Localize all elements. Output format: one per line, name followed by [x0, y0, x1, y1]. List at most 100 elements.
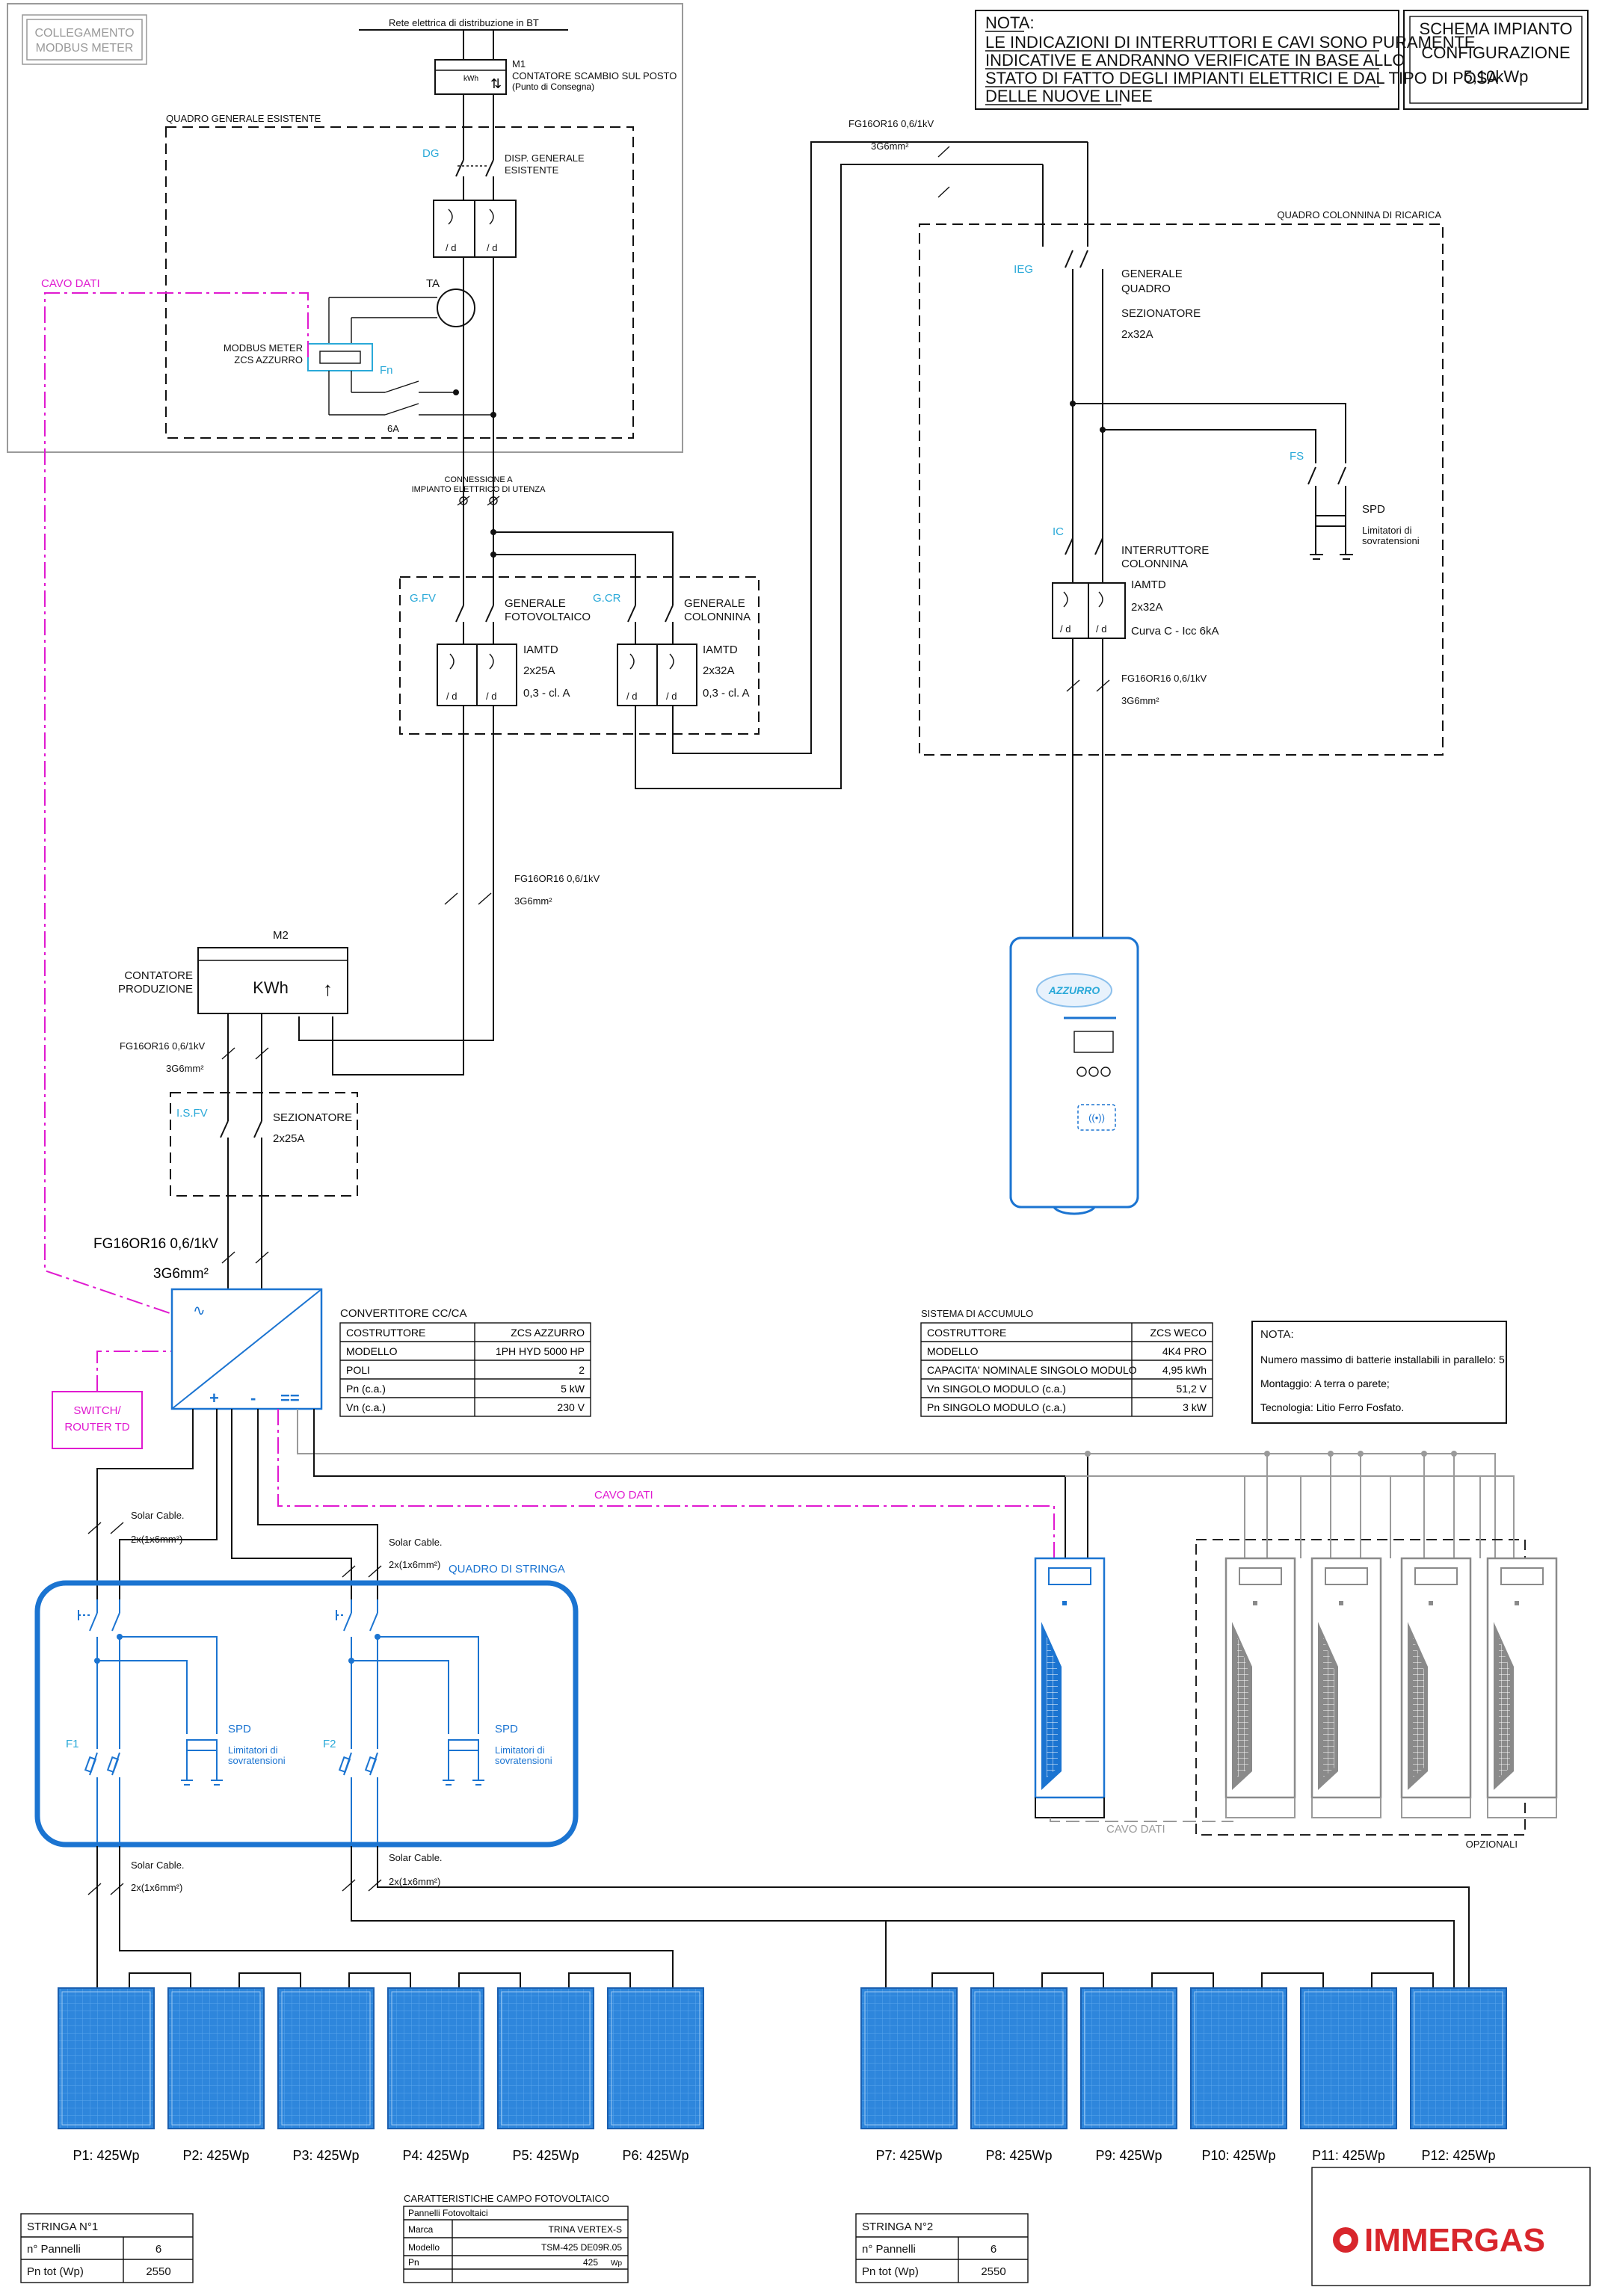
- battery-note-1: Numero massimo di batterie installabili …: [1260, 1354, 1505, 1365]
- meter-m2-desc-2: PRODUZIONE: [118, 983, 193, 996]
- modbus-meter: [307, 343, 373, 371]
- charging-cable-top-2: 3G6mm²: [871, 141, 909, 152]
- string-2-title: STRINGA N°2: [862, 2221, 933, 2233]
- pv-panel-label-3: P3: 425Wp: [292, 2148, 359, 2163]
- pv-panel-9: P9: 425Wp: [1080, 1987, 1177, 2163]
- inverter-row-label-0: COSTRUTTORE: [346, 1327, 425, 1339]
- meter-m1-label: M1: [512, 58, 526, 70]
- charging-panel-title: QUADRO COLONNINA DI RICARICA: [1277, 209, 1441, 220]
- battery-title: SISTEMA DI ACCUMULO: [921, 1308, 1033, 1319]
- distribution-panel: G.FV GENERALE FOTOVOLTAICO IAMTD 2x25A 0…: [298, 118, 1088, 1076]
- pv-panel-1: P1: 425Wp: [58, 1987, 155, 2163]
- pv-characteristics-table: CARATTERISTICHE CAMPO FOTOVOLTAICO Panne…: [403, 2193, 629, 2283]
- svg-text:/ d: / d: [1060, 623, 1070, 635]
- string-1-row-2-label: Pn tot (Wp): [27, 2265, 84, 2278]
- pv-panel-4: P4: 425Wp: [387, 1987, 484, 2163]
- cavo-dati-top: CAVO DATI: [41, 277, 100, 290]
- ieg-tag: IEG: [1014, 263, 1033, 276]
- gfv-desc-2: FOTOVOLTAICO: [505, 611, 591, 623]
- cavo-dati-bottom: CAVO DATI: [1106, 1823, 1165, 1836]
- prod-cable-3-b: 3G6mm²: [153, 1266, 209, 1282]
- pv-panel-label-4: P4: 425Wp: [402, 2148, 469, 2163]
- pv-panel-12: P12: 425Wp: [1410, 1987, 1507, 2163]
- spd-2-label: SPD: [495, 1723, 518, 1735]
- solar-cable-2a: Solar Cable.: [389, 1537, 443, 1548]
- inverter-row-value-1: 1PH HYD 5000 HP: [496, 1345, 585, 1357]
- scheme-title-box: SCHEMA IMPIANTO CONFIGURAZIONE 5,10kWp: [1403, 10, 1589, 110]
- pv-panel-5: P5: 425Wp: [497, 1987, 594, 2163]
- meter-m2-label: M2: [273, 929, 289, 942]
- solar-cable-1b: 2x(1x6mm²): [131, 1534, 182, 1545]
- battery-system: SISTEMA DI ACCUMULO: [920, 1308, 1213, 1417]
- meter-m2-desc-1: CONTATORE: [124, 969, 193, 982]
- solar-cable-4b: 2x(1x6mm²): [389, 1876, 440, 1887]
- isfv-tag: I.S.FV: [176, 1107, 208, 1120]
- pv-panel-label-6: P6: 425Wp: [622, 2148, 688, 2163]
- ic-desc-5: Curva C - Icc 6kA: [1131, 625, 1219, 638]
- optional-batteries: OPZIONALI CAVO DATI: [1050, 1451, 1558, 1850]
- battery-row-label-2: CAPACITA' NOMINALE SINGOLO MODULO: [927, 1364, 1137, 1376]
- cavo-dati-battery: CAVO DATI: [594, 1489, 653, 1502]
- battery-row-label-3: Vn SINGOLO MODULO (c.a.): [927, 1383, 1066, 1395]
- solar-cable-2b: 2x(1x6mm²): [389, 1559, 440, 1570]
- pv-panel-2: P2: 425Wp: [167, 1987, 265, 2163]
- charging-spd-3: sovratensioni: [1362, 535, 1420, 546]
- ic-desc-4: 2x32A: [1131, 601, 1163, 614]
- f2-tag: F2: [323, 1738, 336, 1750]
- nfc-icon: ((•)): [1088, 1112, 1105, 1123]
- battery-main: [1034, 1557, 1106, 1818]
- modbus-box-line-1: COLLEGAMENTO: [34, 27, 134, 40]
- inverter-row-value-4: 230 V: [557, 1401, 585, 1413]
- charging-spd-1: SPD: [1362, 503, 1385, 516]
- svg-text:/ d: / d: [486, 691, 496, 702]
- ieg-desc-4: 2x32A: [1121, 328, 1153, 341]
- switch-label-1: SWITCH/: [73, 1404, 121, 1417]
- inverter-row-label-4: Vn (c.a.): [346, 1401, 386, 1413]
- pv-row-3-value: 425: [583, 2257, 598, 2268]
- battery-row-label-4: Pn SINGOLO MODULO (c.a.): [927, 1401, 1066, 1413]
- up-arrow-icon: ↑: [323, 978, 333, 1000]
- string-2-row-1-label: n° Pannelli: [862, 2243, 916, 2256]
- optional-battery-3: [1400, 1557, 1472, 1818]
- string-combiner-box: QUADRO DI STRINGA SPD Limitatori di sovr…: [34, 1563, 579, 1848]
- svg-text:/ d: / d: [446, 691, 457, 702]
- string-2-row-1-value: 6: [991, 2243, 996, 2256]
- battery-row-value-0: ZCS WECO: [1150, 1327, 1207, 1339]
- ieg-desc-2: QUADRO: [1121, 283, 1171, 295]
- inverter-row-value-2: 2: [579, 1364, 585, 1376]
- production-meter: M2 KWh ↑ CONTATORE PRODUZIONE FG16OR16 0…: [93, 929, 358, 1312]
- gcr-desc-2: COLONNINA: [684, 611, 751, 623]
- battery-row-value-2: 4,95 kWh: [1162, 1364, 1207, 1376]
- string-2-row-2-label: Pn tot (Wp): [862, 2265, 919, 2278]
- string-1-row-1-label: n° Pannelli: [27, 2243, 81, 2256]
- fs-tag: FS: [1290, 450, 1304, 463]
- existing-installation: COLLEGAMENTO MODBUS METER Rete elettrica…: [7, 3, 683, 1315]
- pv-row-2-value: TSM-425 DE09R.05: [541, 2242, 622, 2253]
- f1-tag: F1: [66, 1738, 79, 1750]
- logo-text: IMMERGAS: [1364, 2222, 1545, 2259]
- battery-note: NOTA: Numero massimo di batterie install…: [1251, 1321, 1507, 1424]
- gfv-spec-2: 2x25A: [523, 664, 555, 677]
- pv-subtitle: Pannelli Fotovoltaici: [408, 2208, 488, 2218]
- inverter-dc: ==: [280, 1389, 300, 1407]
- string-1-row-2-value: 2550: [146, 2265, 170, 2278]
- optional-battery-1: [1224, 1557, 1296, 1818]
- pv-row-3-label: Pn: [408, 2257, 419, 2268]
- pv-panel-label-12: P12: 425Wp: [1421, 2148, 1495, 2163]
- pv-panel-label-8: P8: 425Wp: [985, 2148, 1052, 2163]
- pv-panel-label-5: P5: 425Wp: [512, 2148, 579, 2163]
- spd-1-desc-1: Limitatori di: [228, 1744, 278, 1756]
- pv-title: CARATTERISTICHE CAMPO FOTOVOLTAICO: [404, 2193, 609, 2204]
- pv-panel-3: P3: 425Wp: [277, 1987, 375, 2163]
- battery-row-value-3: 51,2 V: [1177, 1383, 1207, 1395]
- string-1-row-1-value: 6: [155, 2243, 161, 2256]
- dg-desc-2: ESISTENTE: [505, 164, 559, 176]
- connection-label-2: IMPIANTO ELETTRICO DI UTENZA: [412, 485, 546, 494]
- meter-m1-desc: CONTATORE SCAMBIO SUL POSTO: [512, 70, 677, 81]
- pv-panel-label-10: P10: 425Wp: [1201, 2148, 1275, 2163]
- inverter-row-value-0: ZCS AZZURRO: [511, 1327, 585, 1339]
- ic-desc-1: INTERRUTTORE: [1121, 544, 1209, 557]
- pv-panel-8: P8: 425Wp: [970, 1987, 1068, 2163]
